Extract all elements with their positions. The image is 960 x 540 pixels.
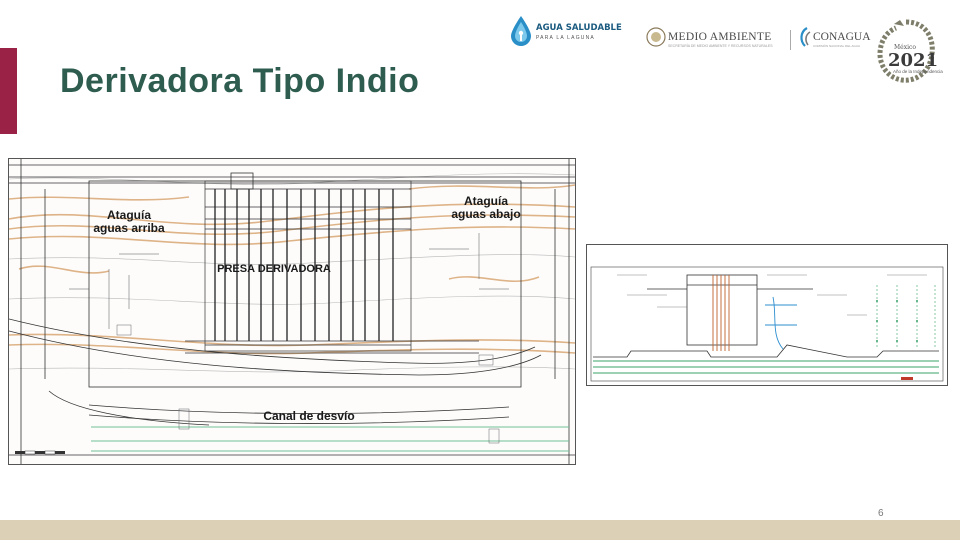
agua-logo-subtitle: PARA LA LAGUNA [536, 35, 595, 41]
emblem-bottom-text: Año de la Independencia [893, 69, 943, 74]
accent-bar [0, 48, 17, 134]
serpent-icon [877, 19, 935, 83]
slide-title: Derivadora Tipo Indio [60, 62, 420, 100]
label-downstream-line2: aguas abajo [451, 207, 521, 221]
conagua-title: CONAGUA [813, 31, 871, 43]
label-upstream-line1: Ataguía [106, 208, 151, 222]
plan-drawing-lines [9, 159, 575, 464]
medio-ambiente-title: MEDIO AMBIENTE [668, 31, 772, 43]
emblem-year: 2021 [888, 50, 939, 71]
label-dam: PRESA DERIVADORA [217, 263, 331, 275]
logo-divider [790, 30, 791, 50]
conagua-subtitle: COMISIÓN NACIONAL DEL AGUA [813, 44, 860, 48]
medio-ambiente-subtitle: SECRETARÍA DE MEDIO AMBIENTE Y RECURSOS … [668, 44, 773, 48]
conagua-logo: CONAGUA COMISIÓN NACIONAL DEL AGUA [797, 26, 882, 54]
footer-band [0, 520, 960, 540]
water-drop-icon [511, 16, 531, 46]
medio-ambiente-logo: MEDIO AMBIENTE SECRETARÍA DE MEDIO AMBIE… [646, 26, 796, 54]
agua-logo-title: AGUA SALUDABLE [536, 23, 622, 33]
label-upstream-line2: aguas arriba [93, 221, 165, 235]
label-downstream-line1: Ataguía [463, 194, 508, 208]
mexico-2021-emblem: México 2021 Año de la Independencia [874, 16, 943, 86]
label-upstream-cofferdam: Ataguía aguas arriba [79, 209, 179, 235]
emblem-top-text: México [894, 44, 916, 51]
page-number: 6 [878, 508, 884, 519]
agua-saludable-logo: AGUA SALUDABLE PARA LA LAGUNA [508, 14, 622, 48]
wave-icon [800, 27, 811, 47]
label-downstream-cofferdam: Ataguía aguas abajo [441, 195, 531, 221]
section-drawing [586, 244, 948, 386]
section-drawing-lines [590, 266, 944, 382]
label-diversion-canal: Canal de desvío [263, 409, 355, 423]
seal-icon [646, 27, 666, 47]
plan-drawing: Ataguía aguas arriba Ataguía aguas abajo… [8, 158, 576, 465]
